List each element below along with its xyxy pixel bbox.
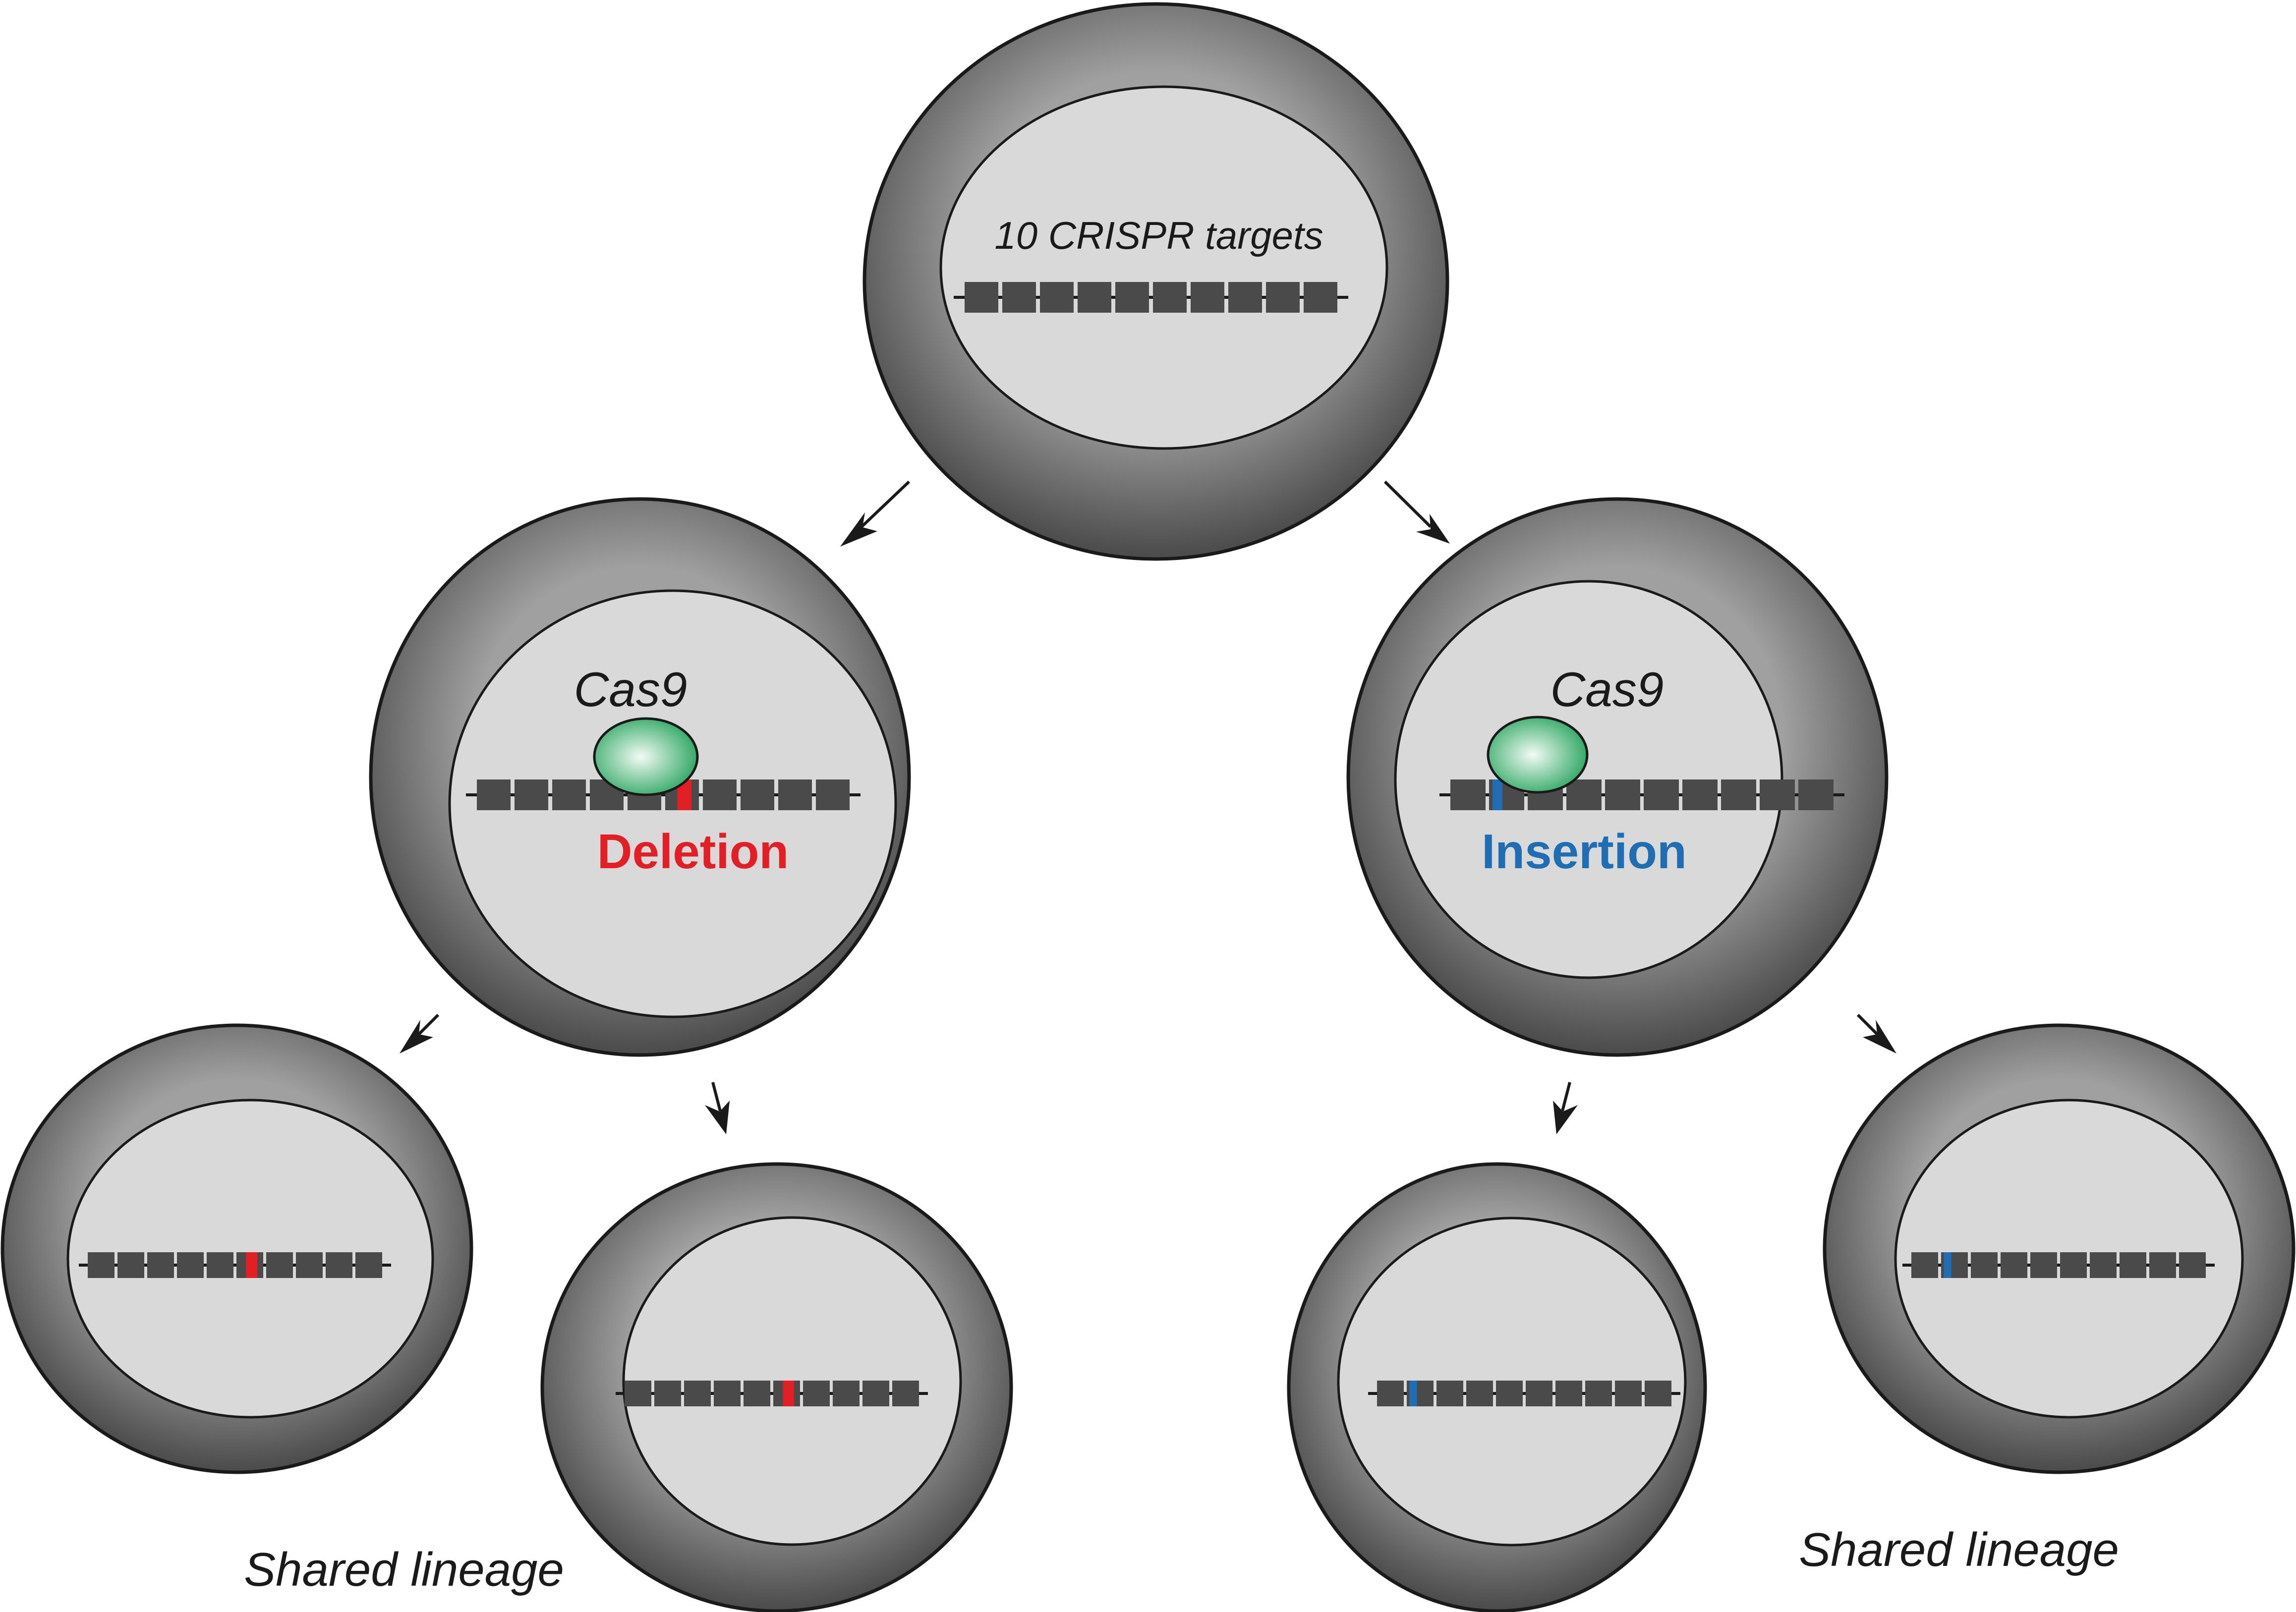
target-block [625,1381,651,1406]
target-array-left-child-1 [79,1252,391,1278]
target-block [965,282,998,313]
target-block [1153,282,1187,313]
target-block [266,1252,293,1278]
target-block [1191,282,1224,313]
target-block [1721,779,1756,810]
target-block [326,1252,352,1278]
target-block [296,1252,323,1278]
target-block [1971,1252,1998,1278]
target-block [2060,1252,2087,1278]
target-block [1682,779,1718,810]
target-block [1496,1381,1523,1406]
target-block [1304,282,1337,313]
target-block [2149,1252,2176,1278]
arrow-right-to-child-2 [1856,1013,1896,1054]
cas9-protein-right [1487,716,1589,794]
target-block [1605,779,1640,810]
insertion-mark [1492,779,1502,810]
target-array-left-child-2 [616,1381,928,1406]
target-block [515,779,548,810]
target-block [1266,282,1300,313]
target-block [778,779,812,810]
target-block [833,1381,860,1406]
target-block [1798,779,1834,810]
target-block [1040,282,1074,313]
target-block [1911,1252,1938,1278]
target-block [1566,779,1602,810]
insertion-mark [1409,1381,1417,1406]
insertion-label: Insertion [1482,824,1687,879]
arrow-root-to-right [1383,480,1450,544]
arrow-right-to-child-1 [1553,1082,1578,1134]
target-block [1526,1381,1552,1406]
target-block [741,779,774,810]
shared-lineage-label-left: Shared lineage [244,1543,564,1596]
target-block [1466,1381,1493,1406]
cell-left-child-1 [0,1023,473,1474]
cas9-label-right: Cas9 [1550,662,1664,717]
target-array-root [954,282,1348,313]
target-block [714,1381,741,1406]
target-array-right-parent [1439,779,1844,810]
target-block [1615,1381,1642,1406]
target-block [552,779,586,810]
target-block [2090,1252,2117,1278]
deletion-mark [783,1381,795,1406]
target-block [803,1381,830,1406]
target-block [744,1381,770,1406]
arrow-left-to-child-1 [400,1013,440,1054]
target-block [2001,1252,2027,1278]
target-block [862,1381,889,1406]
target-block [355,1252,382,1278]
target-block [1644,779,1679,810]
target-block [147,1252,174,1278]
target-block [1002,282,1036,313]
target-block [1377,1381,1404,1406]
target-block [2030,1252,2057,1278]
cell-right-parent [1346,497,1889,1057]
target-block [1645,1381,1671,1406]
target-block [2179,1252,2206,1278]
deletion-mark [246,1252,258,1278]
root-title-label: 10 CRISPR targets [994,214,1323,257]
target-block [177,1252,204,1278]
target-block [1760,779,1795,810]
insertion-mark [1944,1252,1952,1278]
target-block [207,1252,233,1278]
arrow-root-to-left [840,480,911,547]
cas9-label-left: Cas9 [574,662,688,717]
target-block [1585,1381,1612,1406]
deletion-label: Deletion [597,824,789,879]
target-block [1078,282,1111,313]
arrow-left-to-child-2 [705,1082,730,1134]
target-block [1436,1381,1463,1406]
nucleus-root [939,85,1388,450]
shared-lineage-label-right: Shared lineage [1799,1523,2119,1576]
target-block [1450,779,1486,810]
target-array-right-child-1 [1368,1381,1680,1406]
target-block [88,1252,115,1278]
target-block [654,1381,681,1406]
target-block [816,779,850,810]
cell-right-child-2 [1823,1023,2296,1474]
target-block [703,779,737,810]
target-block [2120,1252,2146,1278]
target-block [684,1381,711,1406]
target-block [1115,282,1149,313]
target-array-right-child-2 [1902,1252,2215,1278]
target-block [117,1252,144,1278]
target-block [1555,1381,1582,1406]
target-block [477,779,511,810]
cell-root [862,2,1449,561]
target-block [1228,282,1262,313]
target-block [892,1381,919,1406]
cas9-protein-left [593,717,699,796]
